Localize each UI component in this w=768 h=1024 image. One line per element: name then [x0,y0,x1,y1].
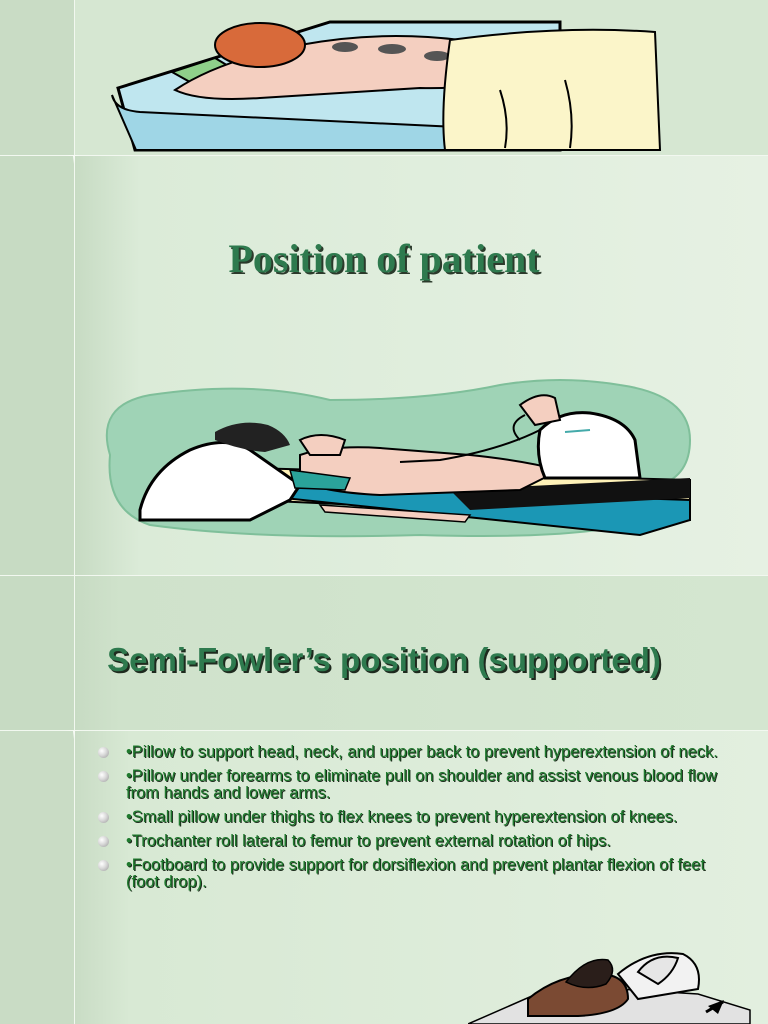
list-item: •Small pillow under thighs to flex knees… [98,809,728,826]
slide-divider-horizontal [0,155,768,156]
bullet-sphere-icon [98,860,109,871]
patient-bed-clipart [468,952,751,1024]
slide-divider-vertical [74,575,75,730]
patient-examination-clipart [105,379,692,538]
slide-divider-vertical [74,155,75,575]
patient-massage-clipart [111,20,662,152]
bullet-sphere-icon [98,812,109,823]
slide-divider-horizontal [0,730,768,731]
list-item: •Trochanter roll lateral to femur to pre… [98,833,728,850]
list-item: •Footboard to provide support for dorsif… [98,857,728,891]
bullet-list: •Pillow to support head, neck, and upper… [98,744,728,898]
slide-bullets: •Pillow to support head, neck, and upper… [0,730,768,1024]
slide-divider-horizontal [0,575,768,576]
list-item: •Pillow under forearms to eliminate pull… [98,768,728,802]
list-item-text: •Small pillow under thighs to flex knees… [126,808,678,826]
slide-illustration-top [0,0,768,155]
slide-divider-vertical [74,730,75,1024]
section-title-text: Semi-Fowler’s position (supported) [107,641,661,678]
sparkle-icon [65,155,83,164]
bullet-sphere-icon [98,747,109,758]
sparkle-icon [65,730,83,739]
slide-section: Semi-Fowler’s position (supported) [0,575,768,730]
list-item: •Pillow to support head, neck, and upper… [98,744,728,761]
list-item-text: •Footboard to provide support for dorsif… [126,856,706,891]
list-item-text: •Pillow to support head, neck, and upper… [126,743,718,761]
bullet-sphere-icon [98,771,109,782]
slide-title-text: Position of patient [228,236,540,281]
list-item-text: •Trochanter roll lateral to femur to pre… [126,832,611,850]
bullet-sphere-icon [98,836,109,847]
list-item-text: •Pillow under forearms to eliminate pull… [126,767,717,802]
slide-title: Position of patient [0,155,768,575]
slide-divider-vertical [74,0,75,155]
